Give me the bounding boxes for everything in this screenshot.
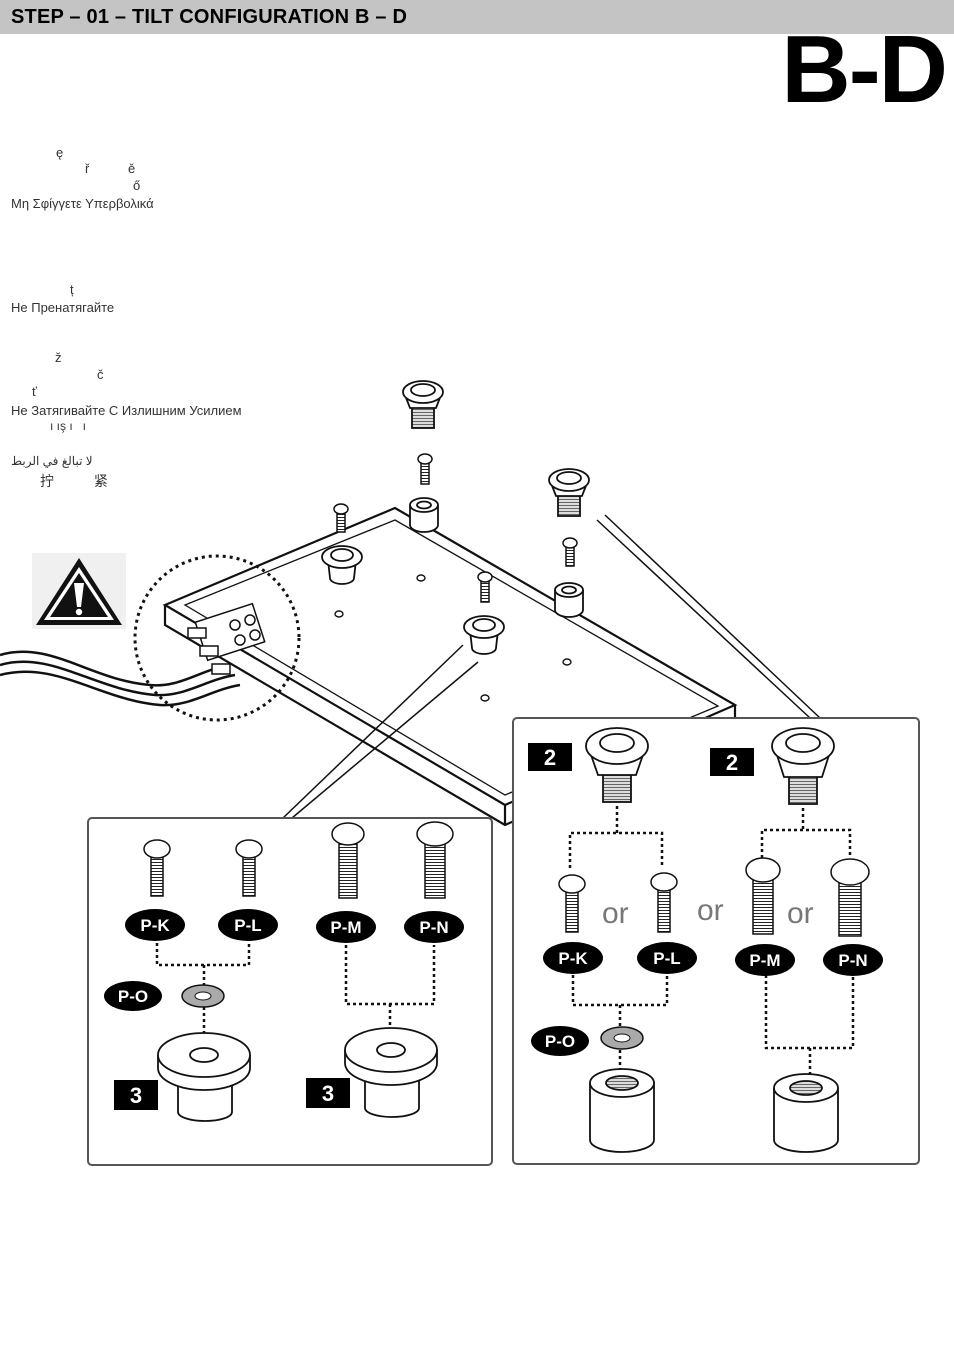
- connector-block: [187, 602, 266, 675]
- warning-cs-fragment-1: ř: [85, 161, 90, 176]
- part-label-pk-right: P-K: [558, 949, 588, 968]
- part-label-po-right: P-O: [545, 1032, 575, 1051]
- or-label-3: or: [787, 897, 814, 930]
- warning-tr-fragment: ı ış ı ı: [50, 419, 87, 433]
- step-number-2-second: 2: [726, 750, 738, 775]
- warning-hr-fragment: č: [97, 367, 104, 382]
- page-title: STEP – 01 – TILT CONFIGURATION B – D: [11, 6, 408, 28]
- callout-lines: [282, 514, 821, 819]
- plate-holes: [334, 574, 572, 702]
- part-label-pm-right: P-M: [749, 951, 780, 970]
- part-label-pn-right: P-N: [838, 951, 867, 970]
- step-number-3-second: 3: [322, 1081, 334, 1106]
- flange-caps-loose: [402, 380, 590, 517]
- warning-bulgarian: Не Пренатягайте: [11, 300, 115, 315]
- warning-greek: Μη Σφίγγετε Υπερβολικά: [11, 196, 154, 211]
- detail-circle: [133, 554, 301, 722]
- part-label-pn: P-N: [419, 918, 448, 937]
- part-label-po: P-O: [118, 987, 148, 1006]
- configuration-code: B-D: [781, 16, 948, 123]
- part-label-pl-right: P-L: [653, 949, 680, 968]
- warning-arabic: لا تبالغ في الربط: [11, 454, 93, 468]
- warning-chinese: 拧 紧: [40, 473, 126, 489]
- warning-sl-fragment: ž: [55, 350, 62, 365]
- warning-russian: Не Затягивайте С Излишним Усилием: [11, 403, 242, 418]
- detail-panel-left: P-K P-L P-M P-N P-O 3 3: [87, 817, 493, 1166]
- or-label-1: or: [602, 897, 629, 930]
- warning-pl-fragment: ę: [56, 145, 64, 160]
- step-number-3: 3: [130, 1083, 142, 1108]
- part-label-pl: P-L: [234, 916, 261, 935]
- warning-triangle-icon: [32, 553, 126, 629]
- screws-loose: [333, 453, 578, 603]
- warning-ro-fragment: ț: [70, 282, 74, 297]
- warning-sk-fragment: ť: [32, 384, 37, 399]
- flange-caps: [321, 545, 505, 655]
- part-label-pk: P-K: [140, 916, 170, 935]
- header-bar: STEP – 01 – TILT CONFIGURATION B – D: [0, 0, 954, 34]
- warning-hu-fragment: ő: [133, 178, 141, 193]
- standoff-mounted: [409, 497, 584, 618]
- step-number-2: 2: [544, 745, 556, 770]
- or-label-2: or: [697, 894, 724, 927]
- part-label-pm: P-M: [330, 918, 361, 937]
- warning-cs-fragment-2: ě: [128, 161, 136, 176]
- cable: [0, 650, 241, 707]
- detail-panel-right: 2 2: [512, 717, 920, 1165]
